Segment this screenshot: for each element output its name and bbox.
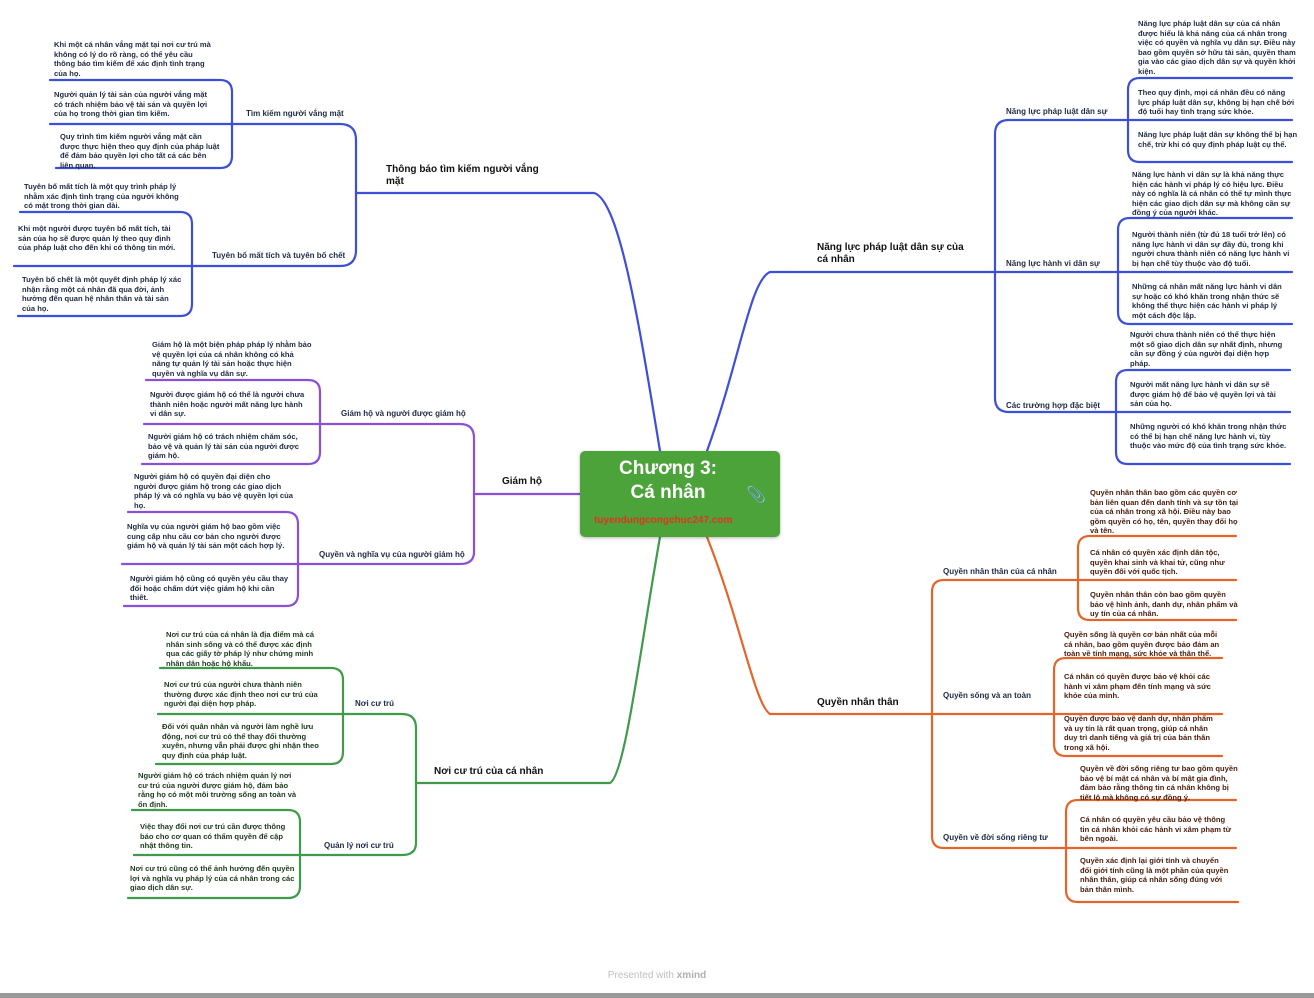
leaf-note[interactable]: Cá nhân có quyền xác định dân tộc, quyền…: [1090, 548, 1225, 577]
leaf-note[interactable]: Người giám hộ cũng có quyền yêu cầu thay…: [130, 574, 289, 603]
xmind-logo[interactable]: xmind: [676, 970, 707, 981]
leaf-note[interactable]: Quyền sống là quyền cơ bản nhất của mỗi …: [1064, 630, 1220, 659]
leaf-note[interactable]: Người quản lý tài sản của người vắng mặt…: [54, 90, 208, 119]
leaf-note[interactable]: Năng lực pháp luật dân sự không thể bị h…: [1138, 130, 1298, 149]
central-topic-title: Chương 3: Cá nhân: [580, 457, 756, 505]
leaf-note[interactable]: Khi một cá nhân vắng mặt tại nơi cư trú …: [54, 40, 211, 78]
leaf-note[interactable]: Người giám hộ có quyền đại diện cho ngườ…: [134, 472, 294, 510]
leaf-note[interactable]: Người chưa thành niên có thể thực hiện m…: [1130, 330, 1283, 368]
central-topic-title-line2: Cá nhân: [630, 482, 706, 503]
paperclip-icon[interactable]: 📎: [746, 487, 766, 504]
subtopic-residence-management[interactable]: Quản lý nơi cư trú: [324, 841, 394, 850]
footer-prefix: Presented with: [607, 970, 674, 981]
subtopic-act-capacity[interactable]: Năng lực hành vi dân sự: [1006, 259, 1100, 268]
leaf-note[interactable]: Theo quy định, mọi cá nhân đều có năng l…: [1138, 88, 1295, 117]
central-topic-title-line1: Chương 3:: [619, 458, 717, 479]
leaf-note[interactable]: Những người có khó khăn trong nhận thức …: [1130, 422, 1287, 451]
leaf-note[interactable]: Giám hộ là một biện pháp pháp lý nhằm bả…: [152, 340, 312, 378]
leaf-note[interactable]: Người giám hộ có trách nhiệm chăm sóc, b…: [148, 432, 299, 461]
subtopic-legal-capacity[interactable]: Năng lực pháp luật dân sự: [1006, 107, 1108, 116]
leaf-note[interactable]: Quyền được bảo vệ danh dự, nhân phẩm và …: [1064, 714, 1213, 752]
branch-topic-civil-legal-capacity[interactable]: Năng lực pháp luật dân sự của cá nhân: [817, 242, 964, 265]
leaf-note[interactable]: Người giám hộ có trách nhiệm quản lý nơi…: [138, 771, 297, 809]
subtopic-residence[interactable]: Nơi cư trú: [355, 699, 395, 708]
leaf-note[interactable]: Đối với quân nhân và người làm nghề lưu …: [162, 722, 319, 760]
branch-topic-missing-person-notice[interactable]: Thông báo tìm kiếm người vắng mặt: [386, 164, 539, 187]
branch-topic-personal-rights[interactable]: Quyền nhân thân: [817, 697, 899, 708]
bottom-toolbar-strip: [0, 993, 1314, 998]
leaf-note[interactable]: Quyền về đời sống riêng tư bao gồm quyền…: [1080, 764, 1238, 802]
leaf-note[interactable]: Quyền nhân thân còn bao gồm quyền bảo vệ…: [1090, 590, 1238, 619]
leaf-note[interactable]: Những cá nhân mất năng lực hành vi dân s…: [1132, 282, 1282, 320]
leaf-note[interactable]: Quyền nhân thân bao gồm các quyền cơ bản…: [1090, 488, 1239, 536]
leaf-note[interactable]: Nghĩa vụ của người giám hộ bao gồm việc …: [127, 522, 285, 551]
leaf-note[interactable]: Nơi cư trú của cá nhân là địa điểm mà cá…: [166, 630, 315, 668]
leaf-note[interactable]: Cá nhân có quyền được bảo vệ khỏi các hà…: [1064, 672, 1211, 701]
leaf-note[interactable]: Năng lực pháp luật dân sự của cá nhân đư…: [1138, 19, 1296, 76]
subtopic-guardian-and-ward[interactable]: Giám hộ và người được giám hộ: [341, 409, 466, 418]
leaf-note[interactable]: Khi một người được tuyên bố mất tích, tà…: [18, 224, 176, 253]
leaf-note[interactable]: Tuyên bố chết là một quyết định pháp lý …: [22, 275, 182, 313]
branch-topic-guardianship[interactable]: Giám hộ: [502, 476, 543, 487]
subtopic-guardian-rights-duties[interactable]: Quyền và nghĩa vụ của người giám hộ: [319, 550, 465, 559]
leaf-note[interactable]: Quyền xác định lại giới tính và chuyển đ…: [1080, 856, 1229, 894]
central-topic[interactable]: Chương 3: Cá nhân 📎 tuyendungcongchuc247…: [580, 451, 780, 537]
presented-with-footer: Presented with xmind: [0, 970, 1314, 981]
branch-topic-residence[interactable]: Nơi cư trú của cá nhân: [434, 766, 544, 777]
leaf-note[interactable]: Việc thay đổi nơi cư trú cần được thông …: [140, 822, 286, 851]
leaf-note[interactable]: Năng lực hành vi dân sự là khả năng thực…: [1132, 170, 1292, 218]
leaf-note[interactable]: Nơi cư trú của người chưa thành niên thư…: [164, 680, 318, 709]
subtopic-life-and-safety[interactable]: Quyền sống và an toàn: [943, 691, 1032, 700]
subtopic-special-cases[interactable]: Các trường hợp đặc biệt: [1006, 401, 1101, 410]
leaf-note[interactable]: Người thành niên (từ đủ 18 tuổi trở lên)…: [1132, 230, 1290, 268]
leaf-note[interactable]: Cá nhân có quyền yêu cầu bảo vệ thông ti…: [1080, 815, 1232, 844]
subtopic-search-missing[interactable]: Tìm kiếm người vắng mặt: [246, 109, 344, 118]
leaf-note[interactable]: Tuyên bố mất tích là một quy trình pháp …: [24, 182, 179, 211]
leaf-note[interactable]: Người được giám hộ có thể là người chưa …: [150, 390, 305, 419]
leaf-note[interactable]: Người mất năng lực hành vi dân sự sẽ đượ…: [1130, 380, 1276, 409]
central-topic-link[interactable]: tuyendungcongchuc247.com: [594, 515, 733, 526]
subtopic-private-life[interactable]: Quyền về đời sống riêng tư: [943, 833, 1048, 842]
leaf-note[interactable]: Nơi cư trú cũng có thể ảnh hưởng đến quy…: [130, 864, 295, 893]
leaf-note[interactable]: Quy trình tìm kiếm người vắng mặt cần đư…: [60, 132, 220, 170]
subtopic-declare-missing-dead[interactable]: Tuyên bố mất tích và tuyên bố chết: [212, 251, 346, 260]
subtopic-personal-rights-individual[interactable]: Quyền nhân thân của cá nhân: [943, 567, 1057, 576]
